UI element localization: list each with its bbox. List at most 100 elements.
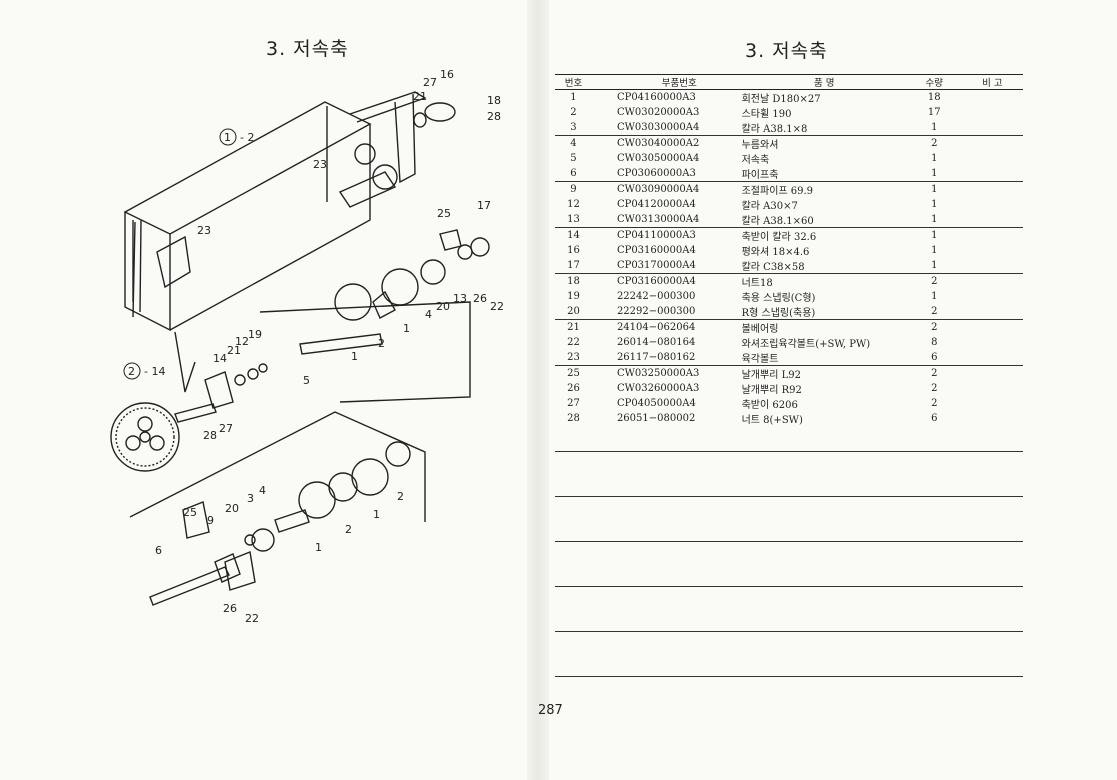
part-note <box>962 243 1023 258</box>
header-name: 품 명 <box>741 74 907 90</box>
part-number-index: 9 <box>555 181 592 197</box>
part-quantity: 1 <box>931 214 938 225</box>
part-name: 너트 8(+SW) <box>741 415 803 426</box>
callout-1-low-a: 1 <box>373 508 380 521</box>
part-number-index: 16 <box>567 245 580 256</box>
part-quantity: 1 <box>906 181 962 197</box>
part-quantity: 1 <box>931 291 938 302</box>
callout-21-left: 21 <box>227 344 241 357</box>
part-number-index: 14 <box>555 227 592 243</box>
part-number-index: 2 <box>570 107 577 118</box>
part-name: 날개뿌리 L92 <box>741 365 907 381</box>
table-row: 23 26117−080162 육각볼트 6 <box>555 350 1023 366</box>
part-code: CW03040000A2 <box>591 135 742 151</box>
part-code: CP03060000A3 <box>616 168 696 179</box>
circled-label-1-suffix: - 2 <box>240 131 254 144</box>
part-quantity: 1 <box>931 122 938 133</box>
part-note <box>962 212 1023 228</box>
circled-label-2-suffix: - 14 <box>144 365 165 378</box>
part-quantity: 6 <box>931 352 938 363</box>
exploded-parts-diagram: 21 27 16 18 28 23 17 25 23 13 26 22 20 4… <box>95 62 525 662</box>
part-code: 26051−080002 <box>616 413 696 424</box>
parts-table-header: 번호 부품번호 품 명 수량 비 고 <box>555 74 1023 90</box>
part-quantity: 2 <box>931 383 938 394</box>
part-name: 날개뿌리 R92 <box>741 385 802 396</box>
part-note <box>962 105 1023 120</box>
circled-label-2: 2 - 14 <box>123 362 165 380</box>
part-name: 육각볼트 <box>741 354 779 365</box>
part-code: CP04110000A3 <box>591 227 742 243</box>
part-quantity: 6 <box>931 413 938 424</box>
part-note <box>961 273 1023 289</box>
header-no: 번호 <box>555 74 592 90</box>
part-name: 회전날 D180×27 <box>741 89 907 105</box>
callout-1-top-b: 1 <box>351 350 358 363</box>
callout-2-low-a: 2 <box>397 490 404 503</box>
callout-19: 19 <box>248 328 262 341</box>
part-note <box>961 181 1023 197</box>
part-quantity: 2 <box>906 319 962 335</box>
part-note <box>961 135 1023 151</box>
part-note <box>962 120 1023 136</box>
part-number-index: 20 <box>567 306 580 317</box>
callout-27-left: 27 <box>219 422 233 435</box>
part-number-index: 26 <box>567 383 580 394</box>
part-number-index: 25 <box>555 365 592 381</box>
callout-25-low: 25 <box>183 506 197 519</box>
blank-rule-2 <box>555 496 1023 497</box>
circled-label-1: 1 - 2 <box>219 128 254 146</box>
callout-28-top: 28 <box>487 110 501 123</box>
part-name: 파이프축 <box>741 170 779 181</box>
part-code: 26117−080162 <box>616 352 696 363</box>
part-quantity: 2 <box>931 306 938 317</box>
callout-26-low: 26 <box>223 602 237 615</box>
part-number-index: 19 <box>567 291 580 302</box>
part-quantity: 1 <box>906 227 962 243</box>
part-number-index: 1 <box>555 89 592 105</box>
part-code: CP03170000A4 <box>616 260 696 271</box>
part-number-index: 12 <box>567 199 580 210</box>
part-quantity: 17 <box>927 107 941 118</box>
part-note <box>962 197 1023 212</box>
part-name: 누름와셔 <box>741 135 907 151</box>
part-note <box>962 304 1023 320</box>
blank-rule-4 <box>555 586 1023 587</box>
part-name: 평와셔 18×4.6 <box>741 247 810 258</box>
part-code: 24104−062064 <box>591 319 742 335</box>
frame-drawing <box>110 91 490 606</box>
callout-26-top: 26 <box>473 292 487 305</box>
part-note <box>961 227 1023 243</box>
callout-22-top: 22 <box>490 300 504 313</box>
part-quantity: 2 <box>906 135 962 151</box>
part-note <box>961 89 1023 105</box>
part-code: CW03260000A3 <box>616 383 700 394</box>
callout-6: 6 <box>155 544 162 557</box>
callout-18: 18 <box>487 94 501 107</box>
part-code: CW03130000A4 <box>616 214 700 225</box>
callout-23-top: 23 <box>313 158 327 171</box>
callout-4-top: 4 <box>425 308 432 321</box>
part-quantity: 18 <box>906 89 962 105</box>
callout-28-left: 28 <box>203 429 217 442</box>
callout-21: 21 <box>413 90 427 103</box>
part-note <box>962 335 1023 350</box>
part-number-index: 21 <box>555 319 592 335</box>
part-quantity: 2 <box>906 273 962 289</box>
part-number-index: 23 <box>567 352 580 363</box>
callout-1-low-b: 1 <box>315 541 322 554</box>
callout-16: 16 <box>440 68 454 81</box>
diagram-svg: 21 27 16 18 28 23 17 25 23 13 26 22 20 4… <box>110 68 504 625</box>
blank-rule-1 <box>555 451 1023 452</box>
